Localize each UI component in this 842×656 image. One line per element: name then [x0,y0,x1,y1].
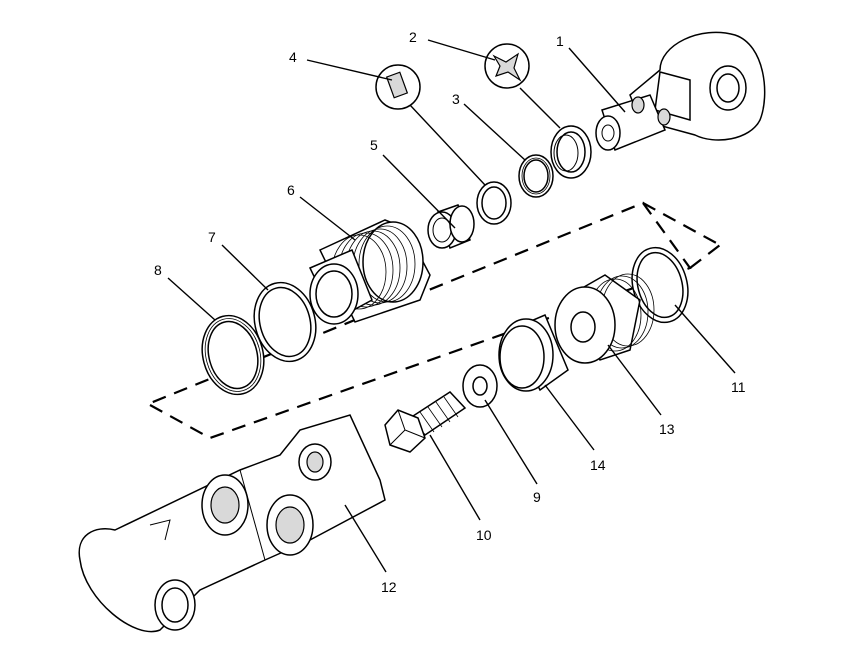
part-11-seal-ring [631,246,689,324]
callout-11: 11 [731,379,746,395]
callout-6: 6 [287,182,295,198]
leader-lines [167,39,736,573]
part-10-bolt [384,391,467,453]
callout-1: 1 [556,33,564,49]
callout-12: 12 [381,579,397,595]
part-5-bushing [427,204,475,249]
callout-9: 9 [533,489,541,505]
part-14-sleeve [498,314,569,392]
part-8-backup-ring [201,314,265,396]
callout-8: 8 [154,262,162,278]
part-6-head [308,219,431,325]
callout-14: 14 [590,457,606,473]
callout-7: 7 [208,229,216,245]
part-9-washer [462,364,498,408]
callout-4: 4 [289,49,297,65]
part-2-seal [484,43,592,179]
part-12-barrel [78,414,386,633]
callout-3: 3 [452,91,460,107]
part-1-rod-end [595,31,766,151]
callout-5: 5 [370,137,378,153]
part-3-ring [518,154,554,198]
part-7-o-ring [253,281,317,363]
part-4-backup-ring [375,64,512,225]
callout-2: 2 [409,29,417,45]
callout-10: 10 [476,527,492,543]
callouts: 1 2 3 4 5 6 7 8 9 10 11 12 13 14 [154,29,746,595]
part-13-piston [554,273,655,364]
callout-13: 13 [659,421,675,437]
